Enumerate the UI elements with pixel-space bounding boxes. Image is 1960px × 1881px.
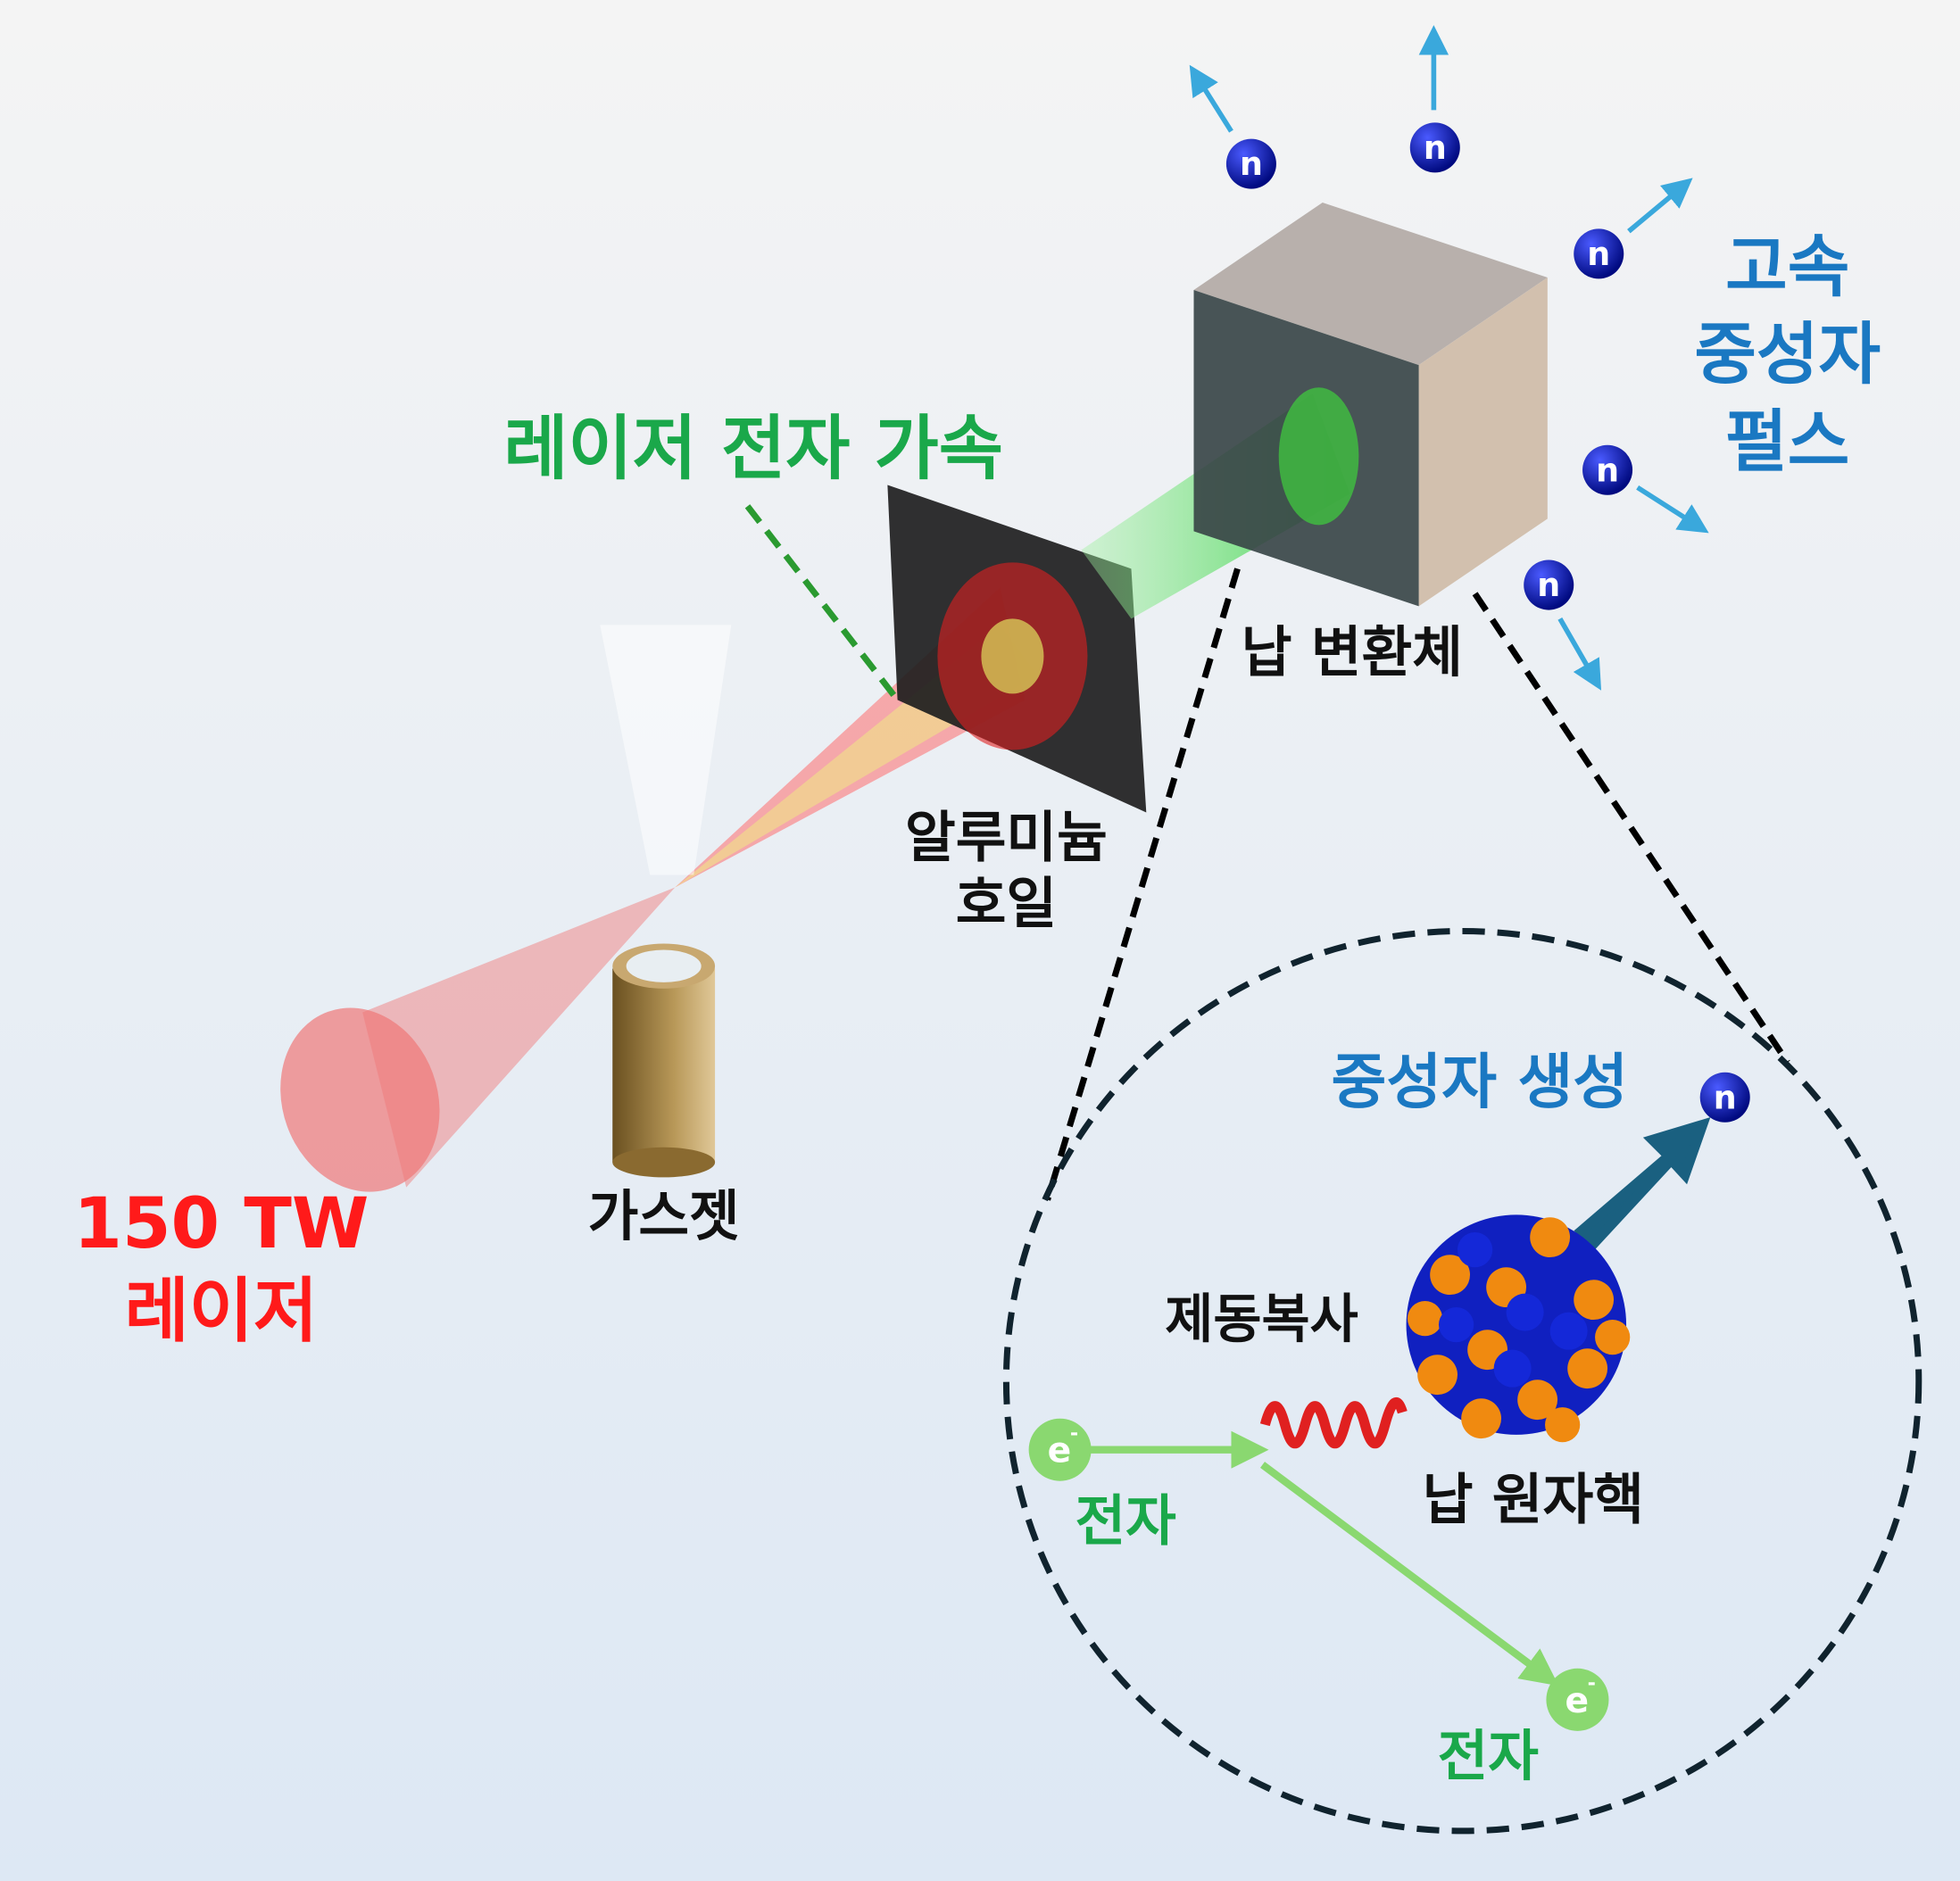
neutron-icon: n bbox=[1409, 122, 1460, 173]
svg-text:n: n bbox=[1240, 145, 1263, 183]
label-laser-accel: 레이저 전자 가속 bbox=[503, 409, 1003, 490]
label-electron-out: 전자 bbox=[1438, 1724, 1539, 1788]
neutron-icon: n bbox=[1699, 1072, 1750, 1123]
zoom-circle bbox=[1002, 927, 1923, 1835]
label-al-foil: 호일 bbox=[956, 872, 1057, 936]
label-bremsstrahlung: 제동복사 bbox=[1165, 1289, 1358, 1350]
electron-icon: e- bbox=[1546, 1668, 1609, 1731]
label-lead-converter: 납 변환체 bbox=[1242, 620, 1463, 684]
label-al-foil: 알루미늄 bbox=[905, 805, 1108, 869]
svg-text:e: e bbox=[1048, 1431, 1072, 1471]
svg-text:n: n bbox=[1596, 451, 1619, 489]
label-gas-jet: 가스젯 bbox=[588, 1184, 740, 1248]
bremsstrahlung-wave bbox=[1259, 1396, 1408, 1449]
label-laser: 150 TW bbox=[73, 1183, 369, 1264]
label-lead-nucleus: 납 원자핵 bbox=[1423, 1468, 1644, 1532]
label-fast-neutron: 고속 bbox=[1725, 228, 1849, 306]
label-laser: 레이저 bbox=[125, 1271, 318, 1352]
label-electron-in: 전자 bbox=[1075, 1489, 1175, 1554]
label-fast-neutron: 중성자 bbox=[1694, 315, 1881, 394]
lead-nucleus bbox=[1406, 1117, 1711, 1443]
svg-text:n: n bbox=[1714, 1078, 1737, 1116]
lead-converter bbox=[1193, 202, 1548, 607]
neutrons bbox=[1189, 25, 1709, 691]
svg-text:n: n bbox=[1587, 235, 1610, 273]
neutron-icon: n bbox=[1574, 228, 1624, 279]
electron-icon: e- bbox=[1028, 1418, 1092, 1481]
svg-text:-: - bbox=[1070, 1422, 1078, 1446]
neutron-icon: n bbox=[1225, 138, 1276, 189]
svg-text:e: e bbox=[1565, 1681, 1589, 1721]
svg-text:n: n bbox=[1424, 128, 1447, 167]
svg-text:-: - bbox=[1588, 1672, 1596, 1695]
label-fast-neutron: 펄스 bbox=[1725, 402, 1849, 481]
label-neutron-gen: 중성자 생성 bbox=[1332, 1047, 1629, 1116]
neutron-icon: n bbox=[1582, 444, 1633, 495]
svg-text:n: n bbox=[1537, 566, 1560, 604]
gas-jet bbox=[600, 625, 732, 1178]
neutron-icon: n bbox=[1524, 559, 1574, 610]
